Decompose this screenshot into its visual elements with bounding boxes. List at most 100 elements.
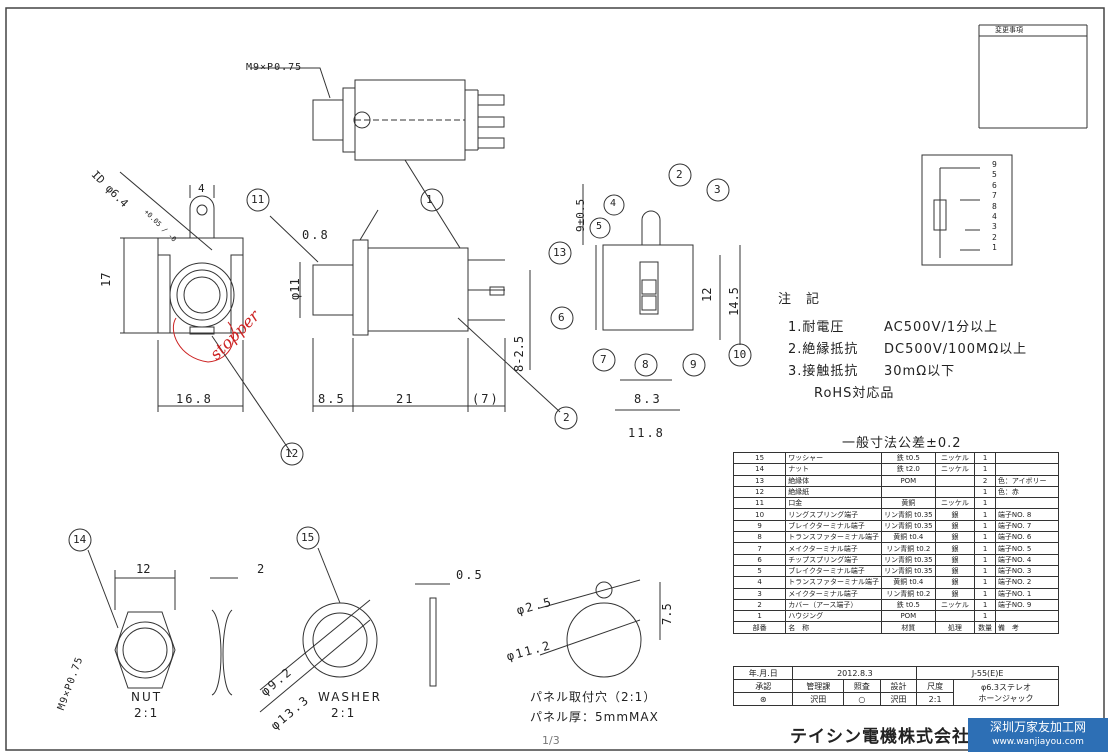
- product-name: φ6.3ステレオホーンジャック: [952, 679, 1060, 706]
- part-number: J-55(E)E: [916, 666, 1059, 680]
- parts-cell: [934, 610, 976, 623]
- parts-cell: 絶縁紙: [785, 485, 883, 499]
- parts-cell: ワッシャー: [785, 451, 883, 465]
- dim-7: (7): [472, 392, 500, 406]
- parts-cell: [881, 485, 936, 499]
- scale-value: 2:1: [916, 692, 954, 706]
- parts-cell: トランスファターミナル端子: [785, 576, 883, 589]
- parts-cell: [934, 474, 976, 487]
- revision-header: 変更事項: [995, 26, 1023, 34]
- parts-cell: [994, 497, 1060, 510]
- parts-cell: ニッケル: [934, 598, 976, 612]
- parts-cell: 4: [732, 576, 787, 589]
- dim-11-8: 11.8: [628, 426, 665, 440]
- approve-stamp: ⊛: [732, 692, 794, 706]
- parts-cell: 1: [974, 463, 996, 476]
- drawing-date: 2012.8.3: [792, 666, 918, 680]
- parts-cell: 端子NO. 4: [994, 553, 1060, 566]
- parts-cell: 11: [732, 497, 787, 510]
- parts-cell: ハウジング: [785, 610, 883, 623]
- parts-row: 部番名 称材質処理数量備 考: [732, 621, 1060, 634]
- front-view: [119, 171, 304, 466]
- nut-caption: NUT: [131, 690, 163, 704]
- manager-label: 管理課: [792, 679, 845, 693]
- schematic: [921, 154, 1013, 266]
- parts-cell: 銀: [934, 519, 976, 533]
- parts-cell: [934, 485, 976, 499]
- dim-nut-12: 12: [136, 562, 151, 576]
- parts-cell: 色：アイボリー: [994, 474, 1060, 487]
- parts-cell: 端子NO. 7: [994, 519, 1060, 533]
- side-view: [246, 159, 578, 430]
- balloon-11: 11: [251, 193, 265, 206]
- dim-7-5: 7.5: [660, 603, 674, 625]
- parts-cell: 名 称: [785, 621, 883, 634]
- dim-21: 21: [396, 392, 415, 406]
- parts-cell: 黄銅: [881, 497, 936, 510]
- parts-cell: 12: [732, 485, 787, 499]
- parts-cell: 端子NO. 6: [994, 531, 1060, 544]
- washer-view: [259, 526, 450, 713]
- parts-cell: ブレイクターミナル端子: [785, 519, 883, 533]
- parts-cell: [994, 451, 1060, 465]
- parts-cell: メイクターミナル端子: [785, 542, 883, 555]
- general-tolerance: 一般寸法公差±0.2: [842, 436, 962, 451]
- parts-cell: 銀: [934, 587, 976, 600]
- note-1-value: AC500V/1分以上: [884, 320, 999, 335]
- note-3-value: 30mΩ以下: [884, 364, 956, 379]
- parts-cell: ニッケル: [934, 451, 976, 465]
- drafter-name: 沢田: [792, 692, 845, 706]
- parts-cell: リングスプリング端子: [785, 508, 883, 521]
- parts-cell: 15: [732, 451, 787, 465]
- balloon-2: 2: [563, 411, 570, 424]
- parts-cell: POM: [881, 474, 936, 487]
- balloon-15: 15: [301, 531, 315, 544]
- balloon-8: 8: [642, 358, 649, 371]
- balloon-12: 12: [285, 447, 299, 460]
- parts-cell: リン青銅 t0.35: [881, 553, 936, 566]
- parts-cell: 14: [732, 463, 787, 476]
- parts-cell: 銀: [934, 542, 976, 555]
- parts-cell: 1: [974, 508, 996, 521]
- parts-cell: 鉄 t0.5: [881, 598, 936, 612]
- parts-cell: 13: [732, 474, 787, 487]
- parts-cell: 端子NO. 2: [994, 576, 1060, 589]
- parts-cell: 1: [974, 519, 996, 533]
- parts-cell: 端子NO. 8: [994, 508, 1060, 521]
- parts-cell: 1: [974, 564, 996, 578]
- parts-cell: 1: [974, 553, 996, 566]
- parts-cell: カバー（アース端子）: [785, 598, 883, 612]
- parts-cell: 端子NO. 1: [994, 587, 1060, 600]
- dim-9: 9±0.5: [574, 198, 587, 232]
- note-3-label: 3.接触抵抗: [788, 364, 859, 379]
- site-watermark: 深圳万家友加工网 www.wanjiayou.com: [968, 718, 1108, 752]
- parts-cell: 部番: [732, 621, 787, 634]
- parts-cell: リン青銅 t0.35: [881, 519, 936, 533]
- note-2-label: 2.絶縁抵抗: [788, 342, 859, 357]
- dim-8-5: 8.5: [318, 392, 346, 406]
- dim-washer-0-5: 0.5: [456, 568, 484, 582]
- title-block: 年.月.日 2012.8.3 J-55(E)E 承認 管理課 照査 設計 尺度 …: [732, 666, 1060, 706]
- parts-cell: 1: [974, 598, 996, 612]
- notes-title: 注 記: [778, 292, 821, 307]
- parts-cell: 1: [732, 610, 787, 623]
- parts-cell: 数量: [974, 621, 996, 634]
- parts-cell: 端子NO. 9: [994, 598, 1060, 612]
- parts-cell: ブレイクターミナル端子: [785, 564, 883, 578]
- sheet-border: [5, 7, 1105, 751]
- washer-caption: WASHER: [318, 690, 382, 704]
- thread-label: M9×P0.75: [246, 62, 303, 73]
- dim-8-2-5: 8-2.5: [512, 335, 526, 372]
- parts-cell: 鉄 t0.5: [881, 451, 936, 465]
